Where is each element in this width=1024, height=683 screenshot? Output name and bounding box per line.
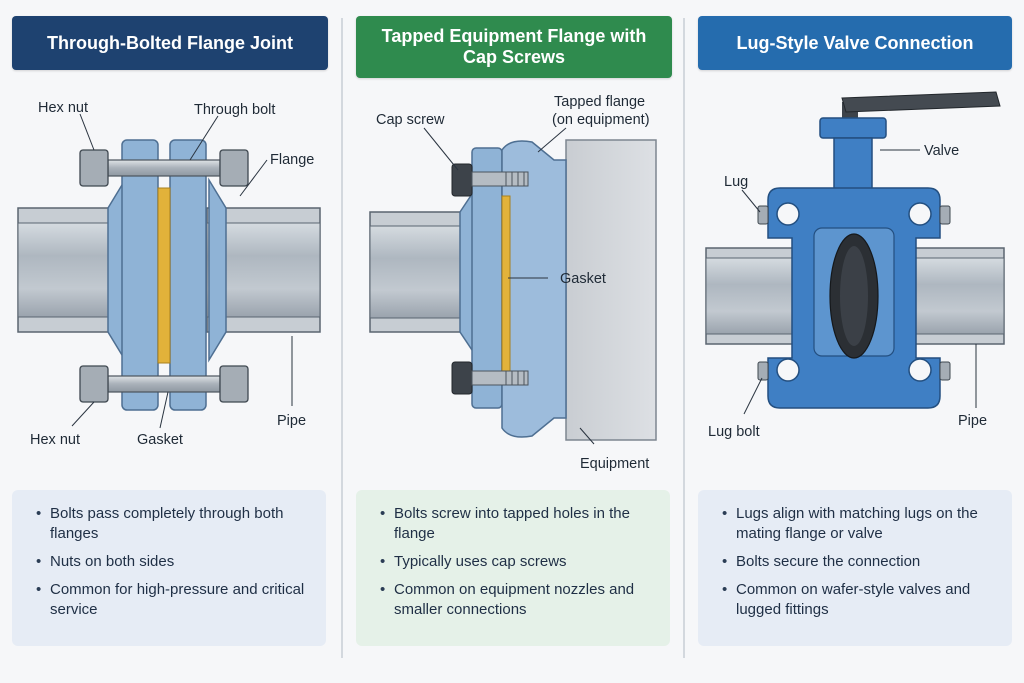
valve-top-flange <box>819 117 887 139</box>
label-tapped-flange: Tapped flange <box>554 94 645 110</box>
label-hex-nut-bottom: Hex nut <box>30 432 80 448</box>
label-tapped-flange-sub: (on equipment) <box>552 112 650 128</box>
label-cap-screw: Cap screw <box>376 112 445 128</box>
label-pipe: Pipe <box>277 413 306 429</box>
bullet-card: Bolts screw into tapped holes in the fla… <box>356 490 670 646</box>
valve-disc-face <box>840 246 868 346</box>
leader-lines <box>71 113 293 429</box>
tapped-flange <box>501 140 567 438</box>
bullet-item: Lugs align with matching lugs on the mat… <box>722 504 994 544</box>
bolt-top <box>79 149 249 187</box>
gasket <box>157 187 171 364</box>
bullet-item: Common for high-pressure and critical se… <box>36 580 308 620</box>
bullet-item: Typically uses cap screws <box>380 552 652 572</box>
cap-screw-bottom <box>451 361 529 395</box>
valve-neck <box>833 137 873 195</box>
panel-title: Tapped Equipment Flange with Cap Screws <box>356 16 672 78</box>
panel-title: Lug-Style Valve Connection <box>698 16 1012 70</box>
lug-holes <box>776 202 932 382</box>
label-through-bolt: Through bolt <box>194 102 275 118</box>
flange-right <box>169 139 207 411</box>
leader-lines <box>741 149 977 415</box>
label-pipe: Pipe <box>958 413 987 429</box>
lug-bolt <box>757 205 951 381</box>
gasket <box>501 195 511 377</box>
bullet-item: Bolts secure the connection <box>722 552 994 572</box>
bullet-item: Common on equipment nozzles and smaller … <box>380 580 652 620</box>
bullet-item: Common on wafer-style valves and lugged … <box>722 580 994 620</box>
bullet-card: Lugs align with matching lugs on the mat… <box>698 490 1012 646</box>
bullet-item: Nuts on both sides <box>36 552 308 572</box>
tapped-flange-diagram: Cap screw Tapped flange (on equipment) G… <box>369 94 657 472</box>
equipment-block <box>565 139 657 441</box>
pipe-flange <box>471 147 503 409</box>
label-hex-nut-top: Hex nut <box>38 100 88 116</box>
panel-divider <box>341 18 343 658</box>
bullet-item: Bolts screw into tapped holes in the fla… <box>380 504 652 544</box>
label-flange: Flange <box>270 152 314 168</box>
lug-valve-diagram: Valve Lug Lug bolt Pipe <box>705 91 1005 440</box>
panel-title-text: Tapped Equipment Flange with Cap Screws <box>381 26 647 67</box>
label-valve: Valve <box>924 143 959 159</box>
cap-screw-top <box>451 163 529 197</box>
panel-divider <box>683 18 685 658</box>
bullet-card: Bolts pass completely through both flang… <box>12 490 326 646</box>
bullet-item: Bolts pass completely through both flang… <box>36 504 308 544</box>
bolt-bottom <box>79 365 249 403</box>
label-gasket: Gasket <box>560 271 606 287</box>
panel-title: Through-Bolted Flange Joint <box>12 16 328 70</box>
label-lug-bolt: Lug bolt <box>708 424 760 440</box>
leader-lines <box>423 127 595 445</box>
tapped-flange-panel: Tapped Equipment Flange with Cap Screws <box>342 0 682 683</box>
label-lug: Lug <box>724 174 748 190</box>
label-gasket: Gasket <box>137 432 183 448</box>
label-equipment: Equipment <box>580 456 649 472</box>
flange-left <box>121 139 159 411</box>
lug-valve-panel: Lug-Style Valve Connection <box>684 0 1024 683</box>
through-bolted-panel: Through-Bolted Flange Joint <box>0 0 341 683</box>
flange-hub-right <box>208 177 227 363</box>
through-bolted-diagram: Hex nut Through bolt Flange Hex nut Gask… <box>17 100 321 448</box>
